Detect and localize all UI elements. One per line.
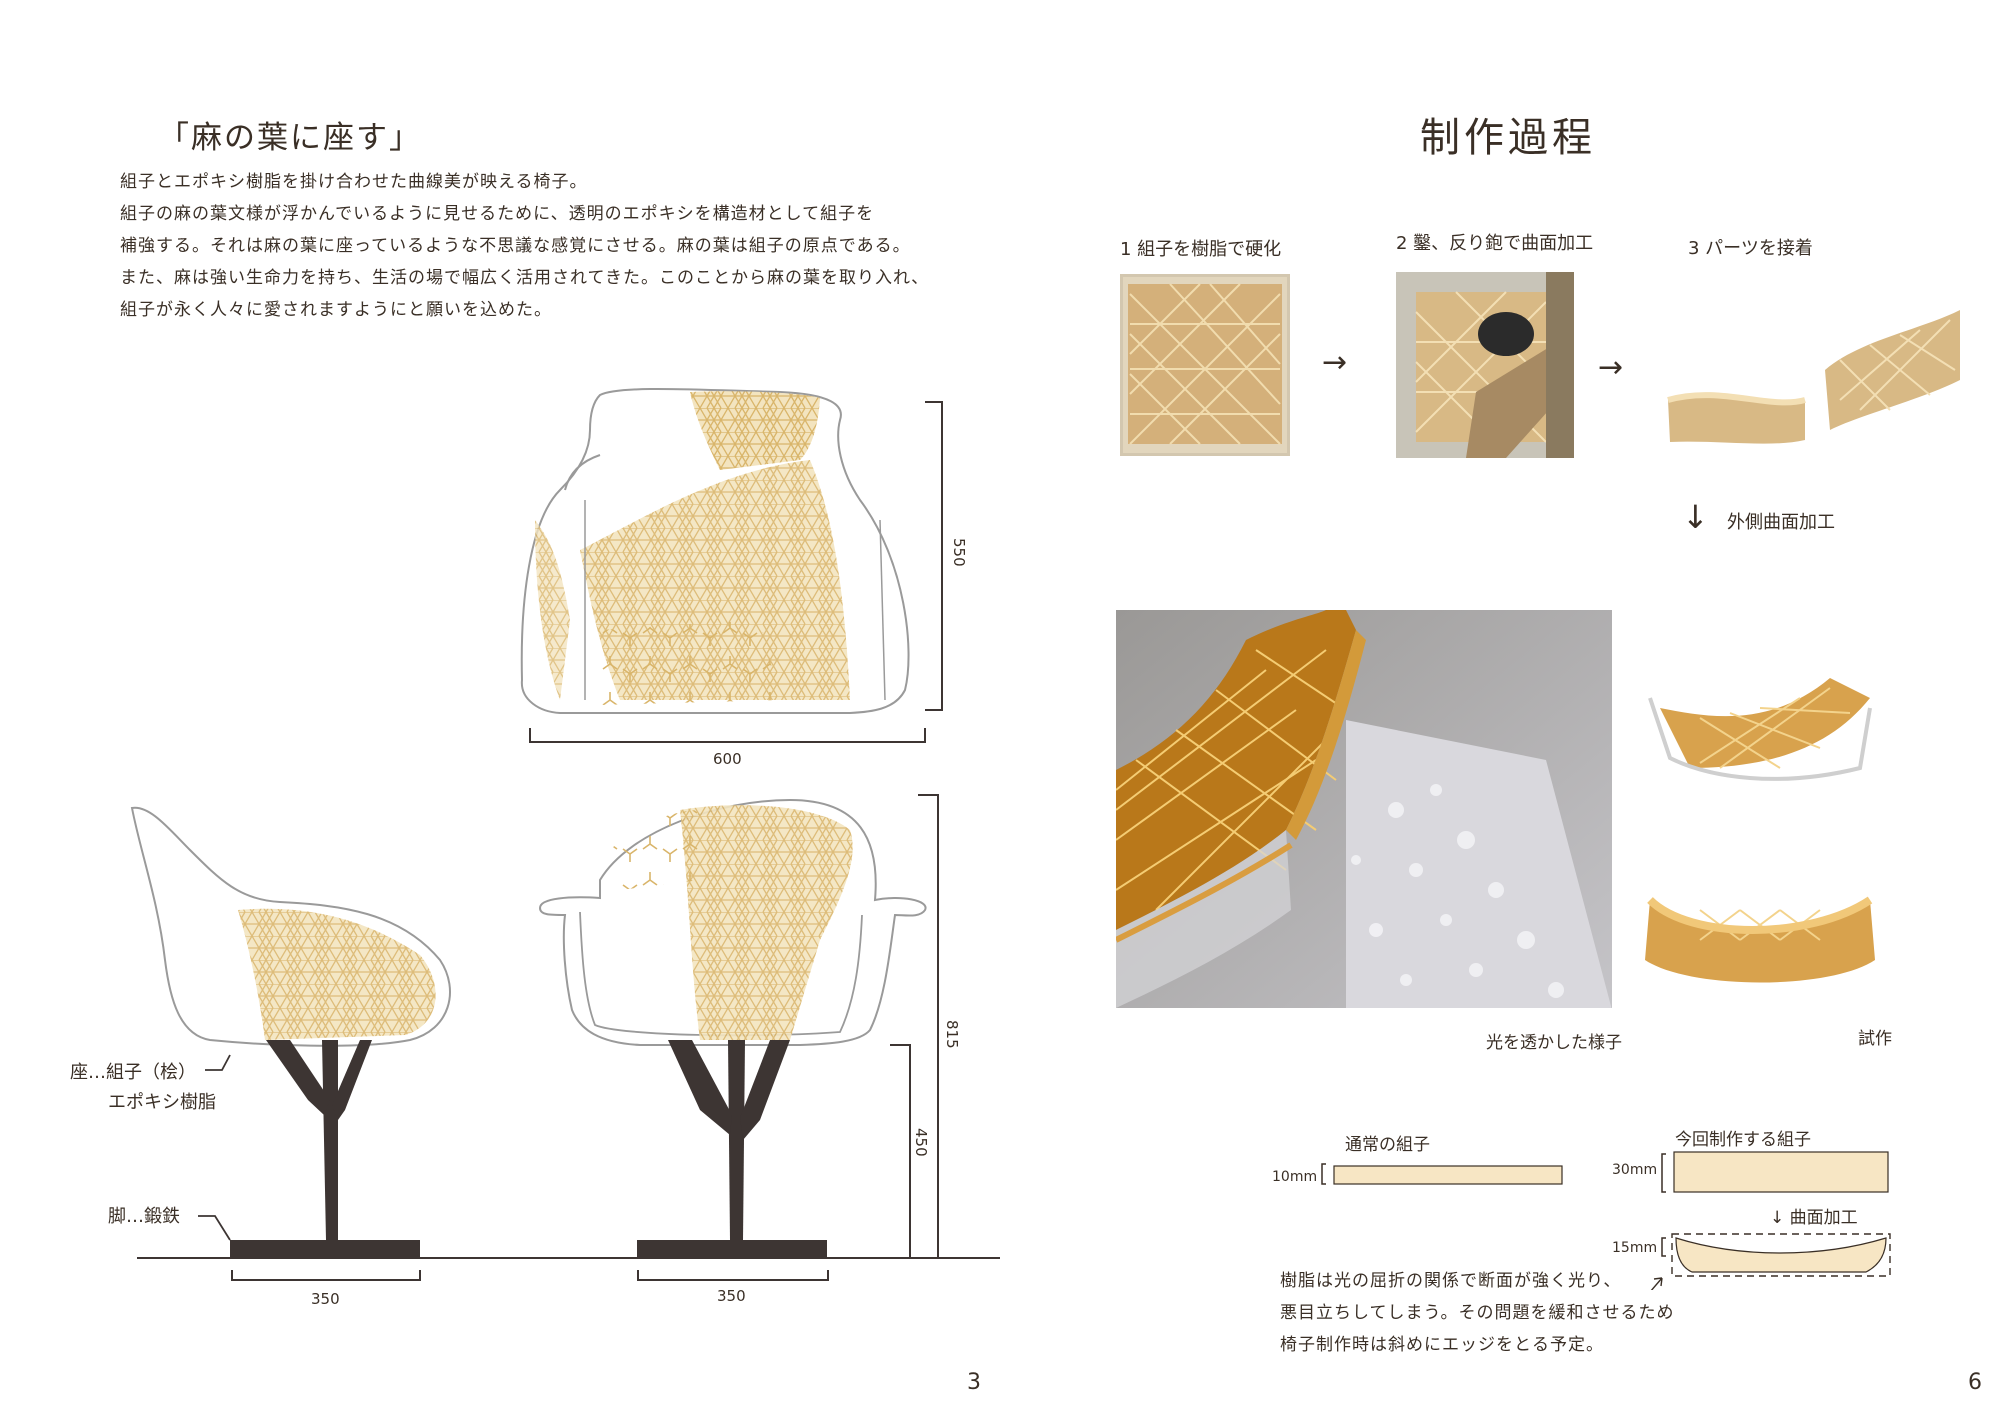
leg-leader-line [198, 1215, 231, 1241]
this-kumiko-label: 今回制作する組子 [1675, 1130, 1811, 1150]
leg-height-dim-line [890, 1044, 911, 1258]
dim-15mm: 15mm [1612, 1240, 1658, 1256]
paragraph-line: 組子が永く人々に愛されますようにと願いを込めた。 [120, 300, 552, 320]
note-line: 樹脂は光の屈折の関係で断面が強く光り、 [1280, 1271, 1622, 1291]
dim-10mm: 10mm [1272, 1169, 1318, 1185]
trial-photo-caption: 試作 [1858, 1029, 1892, 1049]
top-height-dim-line [925, 401, 943, 711]
concept-paragraph: 組子とエポキシ樹脂を掛け合わせた曲線美が映える椅子。 組子の麻の葉文様が浮かんで… [120, 166, 1020, 326]
paragraph-line: また、麻は強い生命力を持ち、生活の場で幅広く活用されてきた。このことから麻の葉を… [120, 268, 930, 288]
dim-815: 815 [943, 1020, 961, 1049]
left-page-title: 「麻の葉に座す」 [158, 120, 422, 156]
light-photo [1116, 610, 1612, 1008]
front-view-drawing [538, 798, 927, 1258]
chair-drawings [130, 387, 1000, 1281]
dim-front-base: 350 [717, 1287, 746, 1305]
seat-leader-line [205, 1054, 231, 1071]
paragraph-line: 補強する。それは麻の葉に座っているような不思議な感覚にさせる。麻の葉は組子の原点… [120, 236, 911, 256]
arrow-right-icon: → [1598, 350, 1624, 385]
left-page-number: 3 [967, 1370, 981, 1395]
step-3-label: 3 パーツを接着 [1688, 238, 1813, 259]
curve-process-label: ↓ 曲面加工 [1770, 1208, 1858, 1228]
dim-450: 450 [912, 1128, 930, 1157]
kumiko-section-diagram [1321, 1151, 1891, 1290]
step-3-photo [1660, 300, 1960, 450]
normal-kumiko-label: 通常の組子 [1345, 1135, 1430, 1155]
note-line: 悪目立ちしてしまう。その問題を緩和させるため [1280, 1303, 1675, 1323]
trial-photo-1 [1630, 618, 1890, 820]
front-base-dim-line [637, 1270, 829, 1281]
dim-30mm: 30mm [1612, 1162, 1658, 1178]
dim-side-base: 350 [311, 1290, 340, 1308]
seat-material-label: 座…組子（桧） [70, 1062, 196, 1083]
trial-photo-2 [1630, 840, 1890, 1004]
light-photo-caption: 光を透かした様子 [1486, 1033, 1622, 1053]
side-view-drawing [130, 806, 451, 1258]
top-width-dim-line [529, 728, 926, 743]
top-view-drawing [520, 387, 910, 714]
arrow-right-icon: → [1322, 345, 1348, 380]
step-1-photo [1120, 274, 1290, 456]
dim-550: 550 [950, 538, 968, 567]
edge-note: 樹脂は光の屈折の関係で断面が強く光り、 悪目立ちしてしまう。その問題を緩和させる… [1280, 1265, 1674, 1361]
arrow-down-icon: ↓ [1682, 498, 1709, 536]
right-page-number: 6 [1968, 1370, 1982, 1395]
right-page-title: 制作過程 [1420, 115, 1596, 161]
step-2-photo [1396, 272, 1574, 458]
side-base-dim-line [231, 1270, 421, 1281]
leg-material-label: 脚…鍛鉄 [108, 1206, 180, 1227]
outer-curve-step-label: 外側曲面加工 [1727, 512, 1835, 533]
step-1-label: 1 組子を樹脂で硬化 [1120, 239, 1282, 260]
total-height-dim-line [918, 794, 939, 1258]
seat-material-label-2: エポキシ樹脂 [108, 1092, 216, 1113]
paragraph-line: 組子の麻の葉文様が浮かんでいるように見せるために、透明のエポキシを構造材として組… [120, 204, 875, 224]
note-line: 椅子制作時は斜めにエッジをとる予定。 [1280, 1335, 1604, 1355]
step-2-label: 2 鑿、反り鉋で曲面加工 [1396, 233, 1594, 254]
paragraph-line: 組子とエポキシ樹脂を掛け合わせた曲線美が映える椅子。 [120, 172, 588, 192]
dim-600: 600 [713, 750, 742, 768]
